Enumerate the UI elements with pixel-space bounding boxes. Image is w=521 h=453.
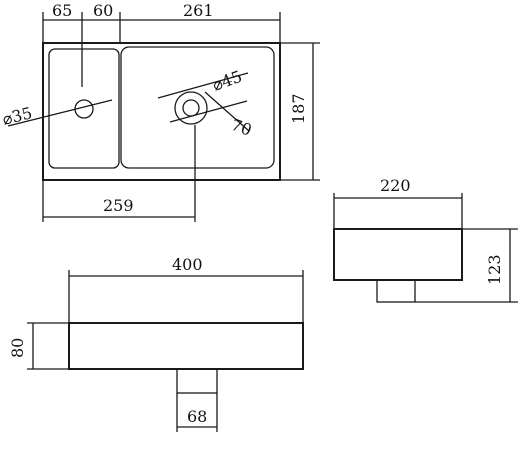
front-view: 400 80 68 [8, 255, 304, 432]
dim-front-drain: 68 [187, 407, 207, 426]
top-view-deck [48, 48, 120, 169]
dim-side-height: 123 [485, 254, 504, 285]
side-view-body [333, 228, 463, 281]
label-tap-hole: ⌀35 [0, 103, 34, 129]
side-view: 220 123 [333, 176, 518, 303]
drain-outer-circle [174, 91, 208, 125]
drain-inner-circle [182, 99, 200, 117]
label-drain-diameter: ⌀45 [210, 67, 245, 95]
top-view: 65 60 261 187 259 ⌀35 ⌀45 70 [0, 1, 320, 222]
front-view-drain [176, 368, 218, 394]
dim-front-width: 400 [172, 255, 203, 274]
front-view-body [68, 322, 304, 370]
dim-side-width: 220 [380, 176, 411, 195]
top-view-outer-outline [42, 42, 281, 181]
dim-top-bottom: 259 [103, 196, 134, 215]
dim-top-left: 65 [52, 1, 72, 20]
label-drain-outer: 70 [229, 115, 255, 140]
top-view-bowl [120, 46, 275, 169]
dim-front-height: 80 [8, 338, 27, 358]
dim-top-middle: 60 [93, 1, 113, 20]
side-view-drain [376, 279, 416, 303]
dim-top-height: 187 [289, 93, 308, 124]
dim-top-right: 261 [183, 1, 214, 20]
